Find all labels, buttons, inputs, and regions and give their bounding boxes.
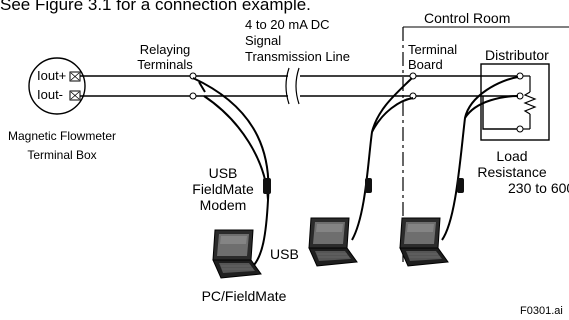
load-loop-wire (482, 96, 517, 130)
iout-minus-label: Iout- (37, 87, 63, 102)
flowmeter-terminal-box (28, 57, 86, 115)
distributor-box (480, 63, 550, 141)
middle-cable (351, 77, 414, 241)
pc-label: PC/FieldMate (202, 288, 287, 304)
usb-modem-icon (263, 178, 271, 194)
terminal-board-label-line1: Terminal (408, 42, 457, 57)
flowmeter-label-line1: Magnetic Flowmeter (8, 129, 116, 143)
middle-modem-icon (365, 178, 372, 193)
load-label-line2: Resistance (477, 164, 546, 180)
line-break-icon (285, 67, 300, 105)
laptop-icon-middle (308, 217, 358, 267)
signal-label-line1: 4 to 20 mA DC (245, 17, 330, 32)
iout-plus-label: Iout+ (37, 68, 66, 83)
distributor-label: Distributor (485, 47, 549, 63)
right-modem-icon (457, 178, 464, 193)
laptop-icon-right (399, 217, 449, 267)
usb-modem-label-line1: USB (209, 165, 238, 181)
modem-clip-icon (198, 81, 206, 93)
usb-label: USB (270, 246, 299, 262)
distributor-terminals (516, 72, 524, 133)
load-label-line3: 230 to 600 Ω (508, 180, 569, 196)
iout-minus-terminal-icon (69, 90, 81, 101)
flowmeter-label-line2: Terminal Box (27, 148, 96, 162)
header-text: See Figure 3.1 for a connection example. (0, 0, 311, 14)
relaying-label-line2: Terminals (137, 57, 193, 72)
usb-modem-label-line2: FieldMate (192, 181, 254, 197)
load-label-line1: Load (496, 148, 527, 164)
signal-label-line3: Transmission Line (245, 49, 350, 64)
right-cable (441, 76, 519, 241)
iout-plus-terminal-icon (69, 71, 81, 82)
terminal-board (409, 72, 417, 100)
control-room-label: Control Room (424, 10, 510, 26)
relaying-label-line1: Relaying (140, 42, 191, 57)
figure-id: F0301.ai (520, 305, 563, 317)
terminal-board-label-line2: Board (408, 57, 443, 72)
laptop-icon-left (212, 229, 262, 279)
usb-modem-label-line3: Modem (200, 197, 247, 213)
relaying-terminals (189, 72, 197, 100)
signal-label-line2: Signal (245, 33, 281, 48)
load-resistor-icon (523, 75, 537, 130)
